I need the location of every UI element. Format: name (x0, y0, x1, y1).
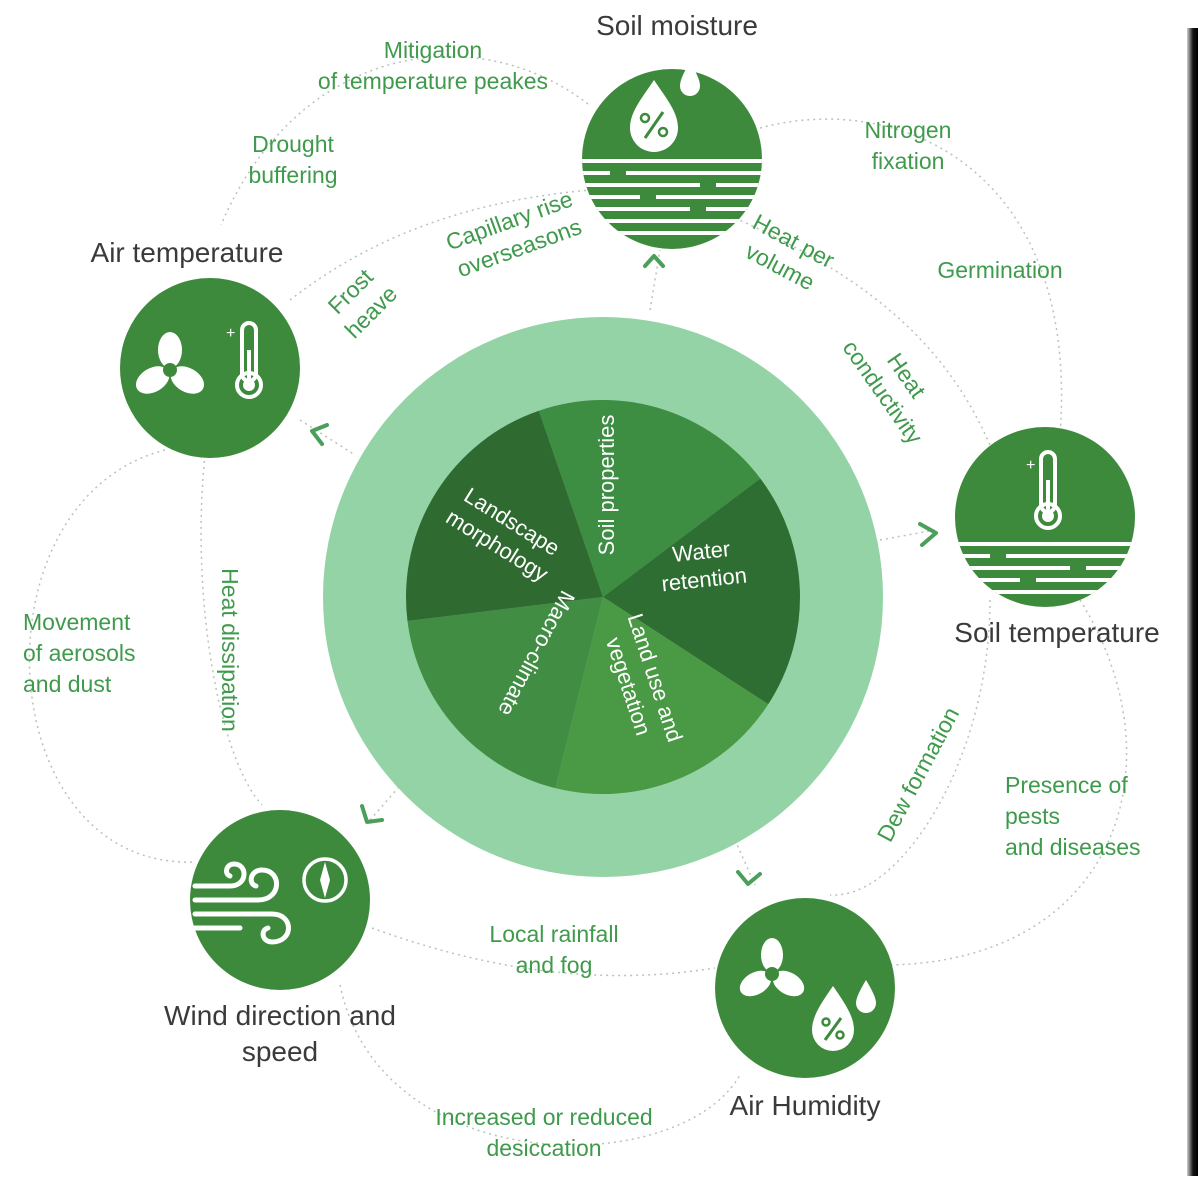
label-soil-moisture: Soil moisture (596, 10, 758, 41)
label-heat-conductivity: Heatconductivity (838, 319, 952, 449)
label-air-temperature: Air temperature (91, 237, 284, 268)
soil-layers-icon (955, 542, 1135, 594)
label-soil-temperature: Soil temperature (954, 617, 1159, 648)
label-frost: Frostheave (319, 260, 402, 343)
connector-lines (28, 55, 1128, 1146)
segment-soil-properties-label: Soil properties (594, 415, 619, 556)
node-air-temperature: + (120, 278, 300, 458)
label-dew: Dew formation (872, 703, 965, 846)
label-germination: Germination (937, 257, 1062, 283)
label-heat-dissipation: Heat dissipation (217, 568, 243, 732)
window-edge-shadow (1187, 28, 1198, 1176)
arrow-down-left-icon (360, 804, 384, 824)
wind-icon (192, 861, 291, 945)
arrow-up-icon (643, 254, 665, 268)
water-drop-icon (680, 62, 700, 96)
arrow-right-icon (918, 522, 938, 547)
arrow-chevrons (310, 254, 938, 886)
fan-icon (135, 332, 205, 394)
label-air-humidity: Air Humidity (730, 1090, 881, 1121)
segment-landscape-morphology (406, 410, 603, 622)
node-air-humidity (715, 898, 895, 1078)
node-soil-moisture (582, 62, 762, 249)
node-soil-temperature: + (955, 427, 1135, 607)
droplet-percent-icon (630, 80, 678, 152)
svg-text:+: + (1026, 457, 1035, 474)
label-heat-per-volume: Heat pervolume (735, 209, 839, 299)
arrow-down-icon (736, 870, 762, 886)
segment-land-use (555, 597, 769, 794)
segment-water-retention (603, 478, 800, 705)
droplet-percent-icon (812, 986, 854, 1051)
arrow-left-icon (310, 423, 329, 446)
segment-soil-properties (538, 400, 761, 597)
segment-macro-climate (407, 597, 603, 789)
thermometer-icon: + (226, 321, 263, 399)
node-wind (190, 810, 370, 990)
water-drop-icon (856, 980, 876, 1013)
svg-text:+: + (226, 325, 235, 342)
thermometer-icon: + (1026, 450, 1062, 530)
fan-icon (739, 938, 805, 997)
soil-layers-icon (582, 159, 762, 235)
compass-icon (302, 857, 348, 903)
